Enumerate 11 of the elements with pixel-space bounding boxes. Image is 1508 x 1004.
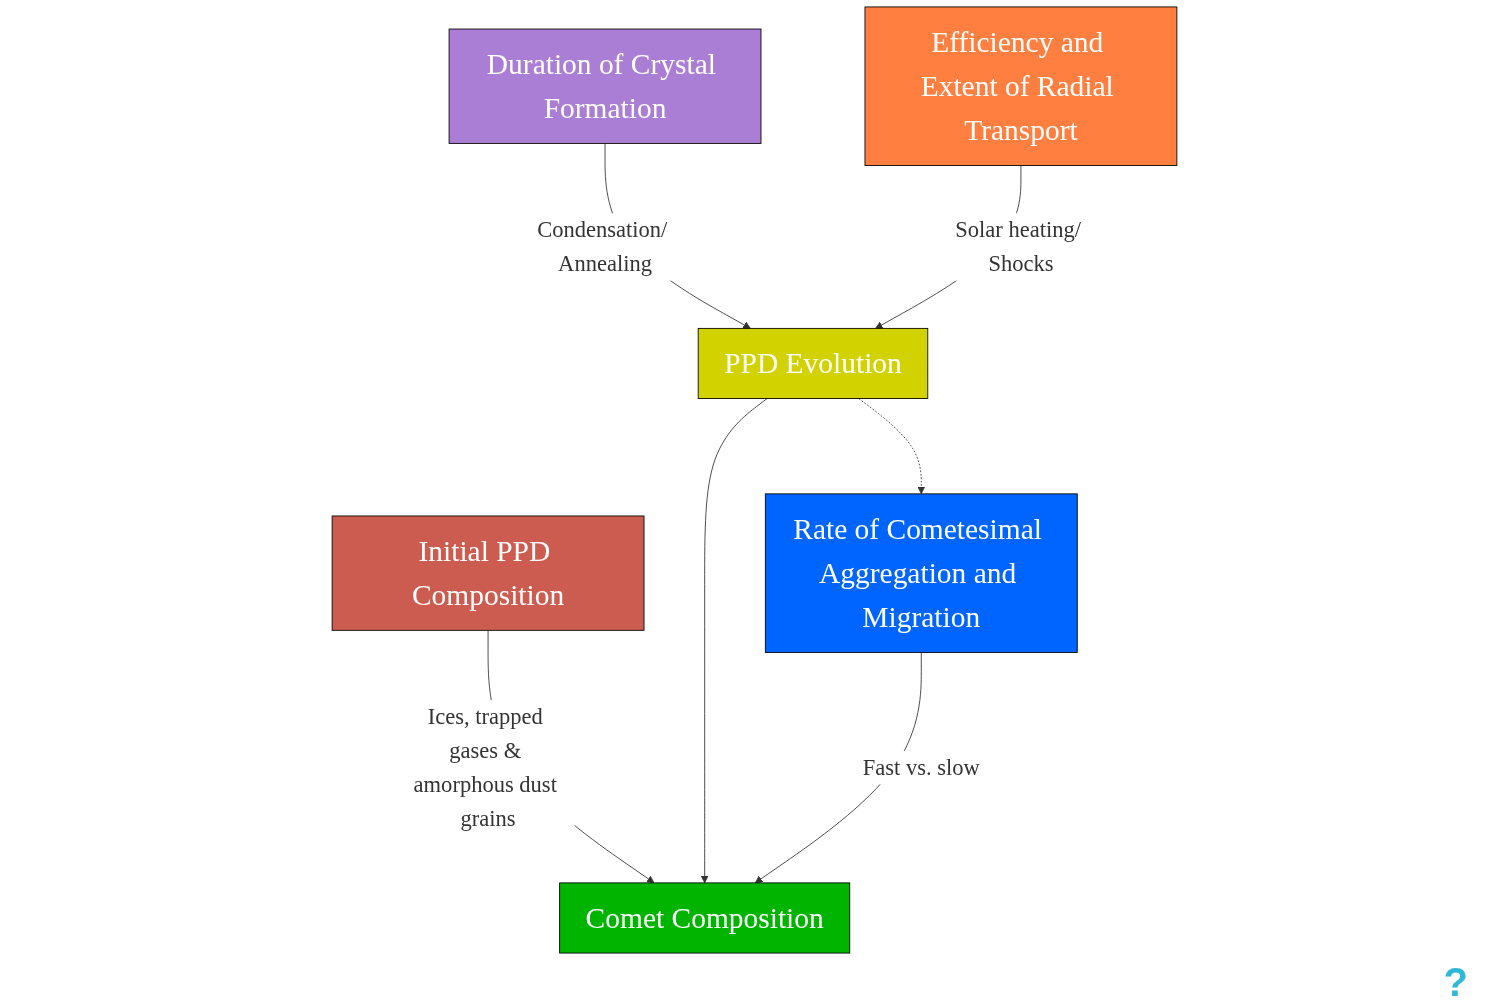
node-box: Comet Composition [558, 882, 850, 954]
edge-label: Ices, trapped gases & amorphous dust grains [413, 704, 557, 831]
node-box: Efficiency and Extent of Radial Transport [864, 6, 1177, 166]
question-mark: ? [1443, 960, 1468, 1004]
node-box: Rate of Cometesimal Aggregation and Migration [764, 493, 1078, 653]
edge-label: Condensation/ Annealing [536, 217, 667, 277]
node-box: Duration of Crystal Formation [448, 28, 761, 144]
edge-label: Solar heating/ Shocks [954, 217, 1081, 277]
edge-label: Fast vs. slow [862, 755, 980, 781]
node-box: PPD Evolution [697, 327, 928, 399]
node-box: Initial PPD Composition [331, 515, 644, 631]
